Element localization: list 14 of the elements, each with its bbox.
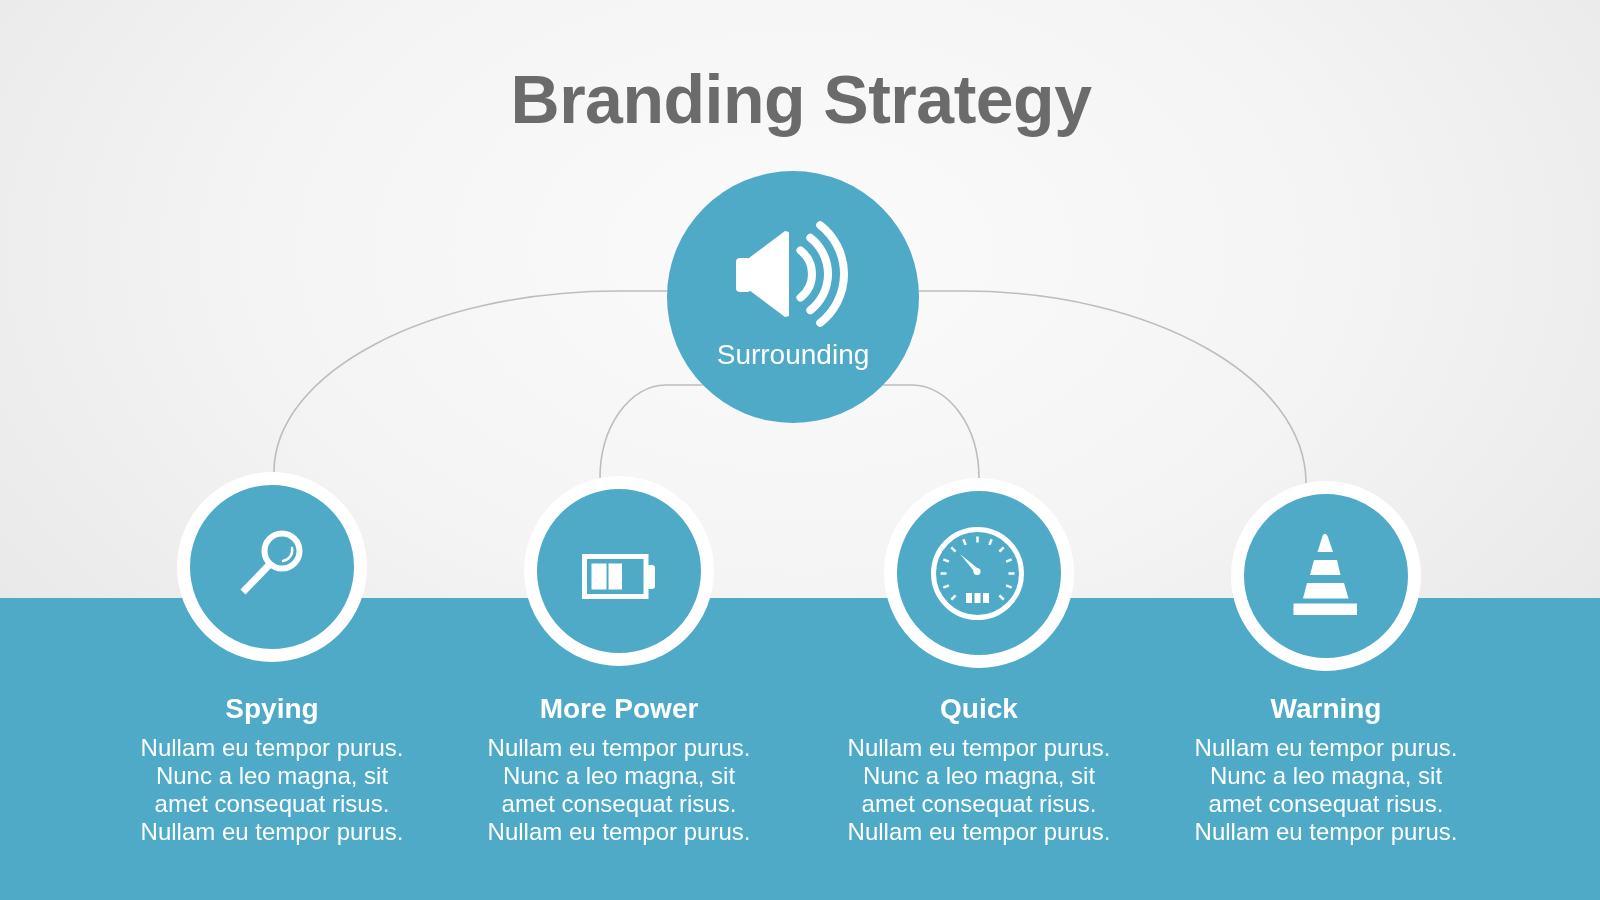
card-description: Nullam eu tempor purus. Nunc a leo magna, sit amet consequat risus. Nullam eu tempor purus. — [1193, 734, 1459, 846]
connector-line — [273, 290, 668, 473]
card-description: Nullam eu tempor purus. Nunc a leo magna, sit amet consequat risus. Nullam eu tempor purus. — [846, 734, 1112, 846]
card-heading: Warning — [1270, 693, 1382, 725]
connector-line — [599, 384, 704, 479]
card-description: Nullam eu tempor purus. Nunc a leo magna, sit amet consequat risus. Nullam eu tempor purus. — [486, 734, 752, 846]
connector-line — [918, 290, 1307, 484]
card-heading: Spying — [225, 693, 319, 725]
hub-label: Surrounding — [716, 338, 870, 372]
card-description: Nullam eu tempor purus. Nunc a leo magna, sit amet consequat risus. Nullam eu tempor purus. — [139, 734, 405, 846]
connector-line — [882, 384, 980, 479]
card-heading: Quick — [940, 693, 1018, 725]
title: Branding Strategy — [510, 60, 1092, 139]
card-heading: More Power — [539, 693, 699, 725]
